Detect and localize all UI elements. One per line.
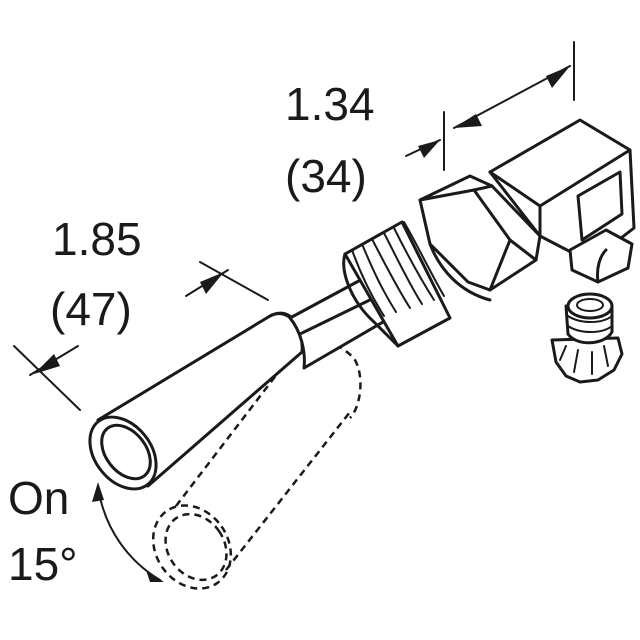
dimension-body-mm: (34) [285, 150, 367, 202]
arc-arrowhead-bottom [146, 570, 164, 582]
dimension-overall-inches: 1.85 [52, 213, 142, 265]
arrowhead-outer [418, 140, 440, 158]
dimension-overall-mm: (47) [50, 283, 132, 335]
dimension-overall-length: 1.85 (47) [13, 213, 269, 411]
actuation-label: On [8, 472, 69, 524]
extension-line-left [13, 345, 81, 411]
extension-line-right [199, 261, 269, 301]
arrowhead-inner [454, 114, 482, 128]
arrowhead-right [200, 272, 224, 294]
float-tube [88, 274, 392, 491]
arc-arrowhead-top [92, 482, 104, 502]
arrowhead-top [546, 66, 570, 88]
dimension-body-inches: 1.34 [285, 78, 375, 130]
arrowhead-left [34, 354, 60, 374]
actuation-arc [97, 485, 161, 581]
hex-nut [418, 174, 542, 302]
actuation-angle: 15° [8, 538, 78, 590]
cap-nut [550, 292, 624, 384]
dimension-body-length: 1.34 (34) [285, 41, 575, 202]
connector-housing [488, 118, 636, 284]
actuation-indicator: On 15° [8, 472, 164, 590]
threaded-section [342, 220, 452, 348]
